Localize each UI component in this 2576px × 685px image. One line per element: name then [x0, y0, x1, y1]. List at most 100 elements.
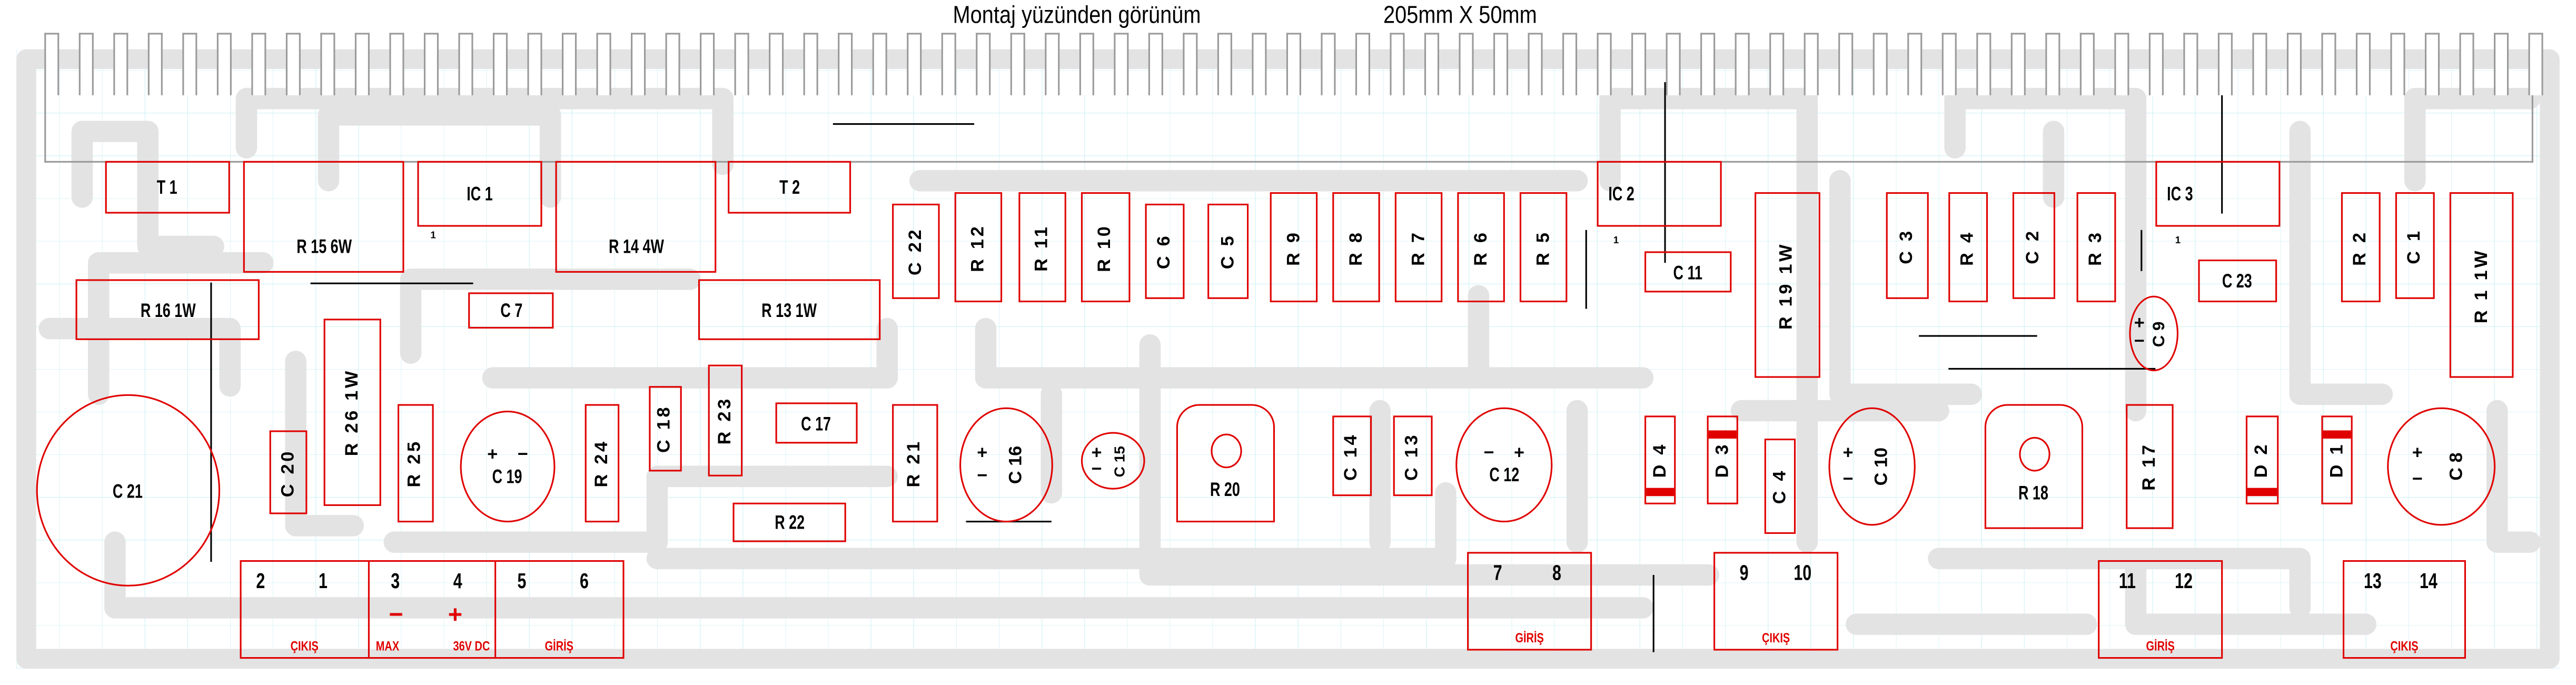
heatsink-fin: [803, 33, 818, 95]
component-label: R 9: [1284, 229, 1304, 265]
capacitor-c4: C 4: [1764, 439, 1796, 534]
power-label-voltage: 36V DC: [453, 639, 491, 654]
pin-number: 3: [390, 568, 400, 593]
cathode-band: [1646, 488, 1675, 497]
component-label: R 16 1W: [140, 298, 195, 321]
capacitor-c23: C 23: [2198, 259, 2277, 303]
trimpot-adjuster-icon: [1210, 433, 1242, 468]
pin-number: 8: [1552, 560, 1561, 585]
resistor-r8: R 8: [1332, 192, 1380, 303]
ic-3: IC 3: [2155, 161, 2281, 227]
pin-number: 1: [318, 568, 328, 593]
heatsink-fin: [423, 33, 439, 95]
component-label: R 2: [2351, 229, 2371, 265]
resistor-r24: R 24: [584, 404, 620, 523]
heatsink-fin: [734, 33, 749, 95]
heatsink-fin: [665, 33, 680, 95]
component-label: R 18: [2018, 480, 2049, 504]
input-terminal: 5 6 GİRİŞ: [497, 562, 622, 657]
heatsink-fin: [1217, 33, 1232, 95]
pin1-marker: 1: [1613, 236, 1619, 246]
plus-sign: +: [1091, 442, 1102, 463]
plus-sign: +: [1842, 443, 1854, 463]
component-label: R 25: [405, 439, 426, 488]
component-label: C 8: [2446, 452, 2466, 481]
heatsink-fin: [1528, 33, 1543, 95]
capacitor-c9: +− C 9: [2129, 295, 2178, 372]
component-label: C 9: [2152, 321, 2170, 346]
component-label: D 2: [2252, 442, 2272, 478]
heatsink-fin: [872, 33, 887, 95]
component-label: R 24: [592, 439, 612, 488]
heatsink-fin: [700, 33, 715, 95]
heatsink-fin: [527, 33, 542, 95]
component-label: R 1 1W: [2471, 247, 2492, 323]
terminal-block-13-14: 13 14 ÇIKIŞ: [2342, 560, 2466, 659]
component-label: R 6: [1471, 229, 1491, 265]
component-label: C 7: [500, 299, 522, 322]
component-label: R 12: [968, 223, 988, 272]
heatsink-fin: [1252, 33, 1267, 95]
heatsink: [44, 93, 2533, 163]
pin-number: 11: [2118, 568, 2136, 593]
component-label: R 15 6W: [296, 235, 352, 258]
resistor-r2: R 2: [2341, 192, 2381, 303]
heatsink-fin: [631, 33, 646, 95]
power-label-max: MAX: [375, 639, 399, 654]
component-label: T 1: [157, 175, 178, 199]
pin-number: 6: [580, 568, 590, 593]
output-terminal: 2 1 ÇIKIŞ: [242, 562, 369, 657]
component-label: R 7: [1409, 229, 1429, 265]
pin-number: 7: [1493, 560, 1502, 585]
heatsink-fin: [1597, 33, 1612, 95]
plus-sign: +: [2412, 443, 2423, 463]
heatsink-fin: [78, 33, 94, 95]
heatsink-fin: [285, 33, 301, 95]
heatsink-fin: [2045, 33, 2060, 95]
component-label: D 3: [1712, 442, 1732, 478]
component-label: C 3: [1897, 227, 1917, 264]
heatsink-fin: [2528, 33, 2543, 95]
board-dimensions: 205mm X 50mm: [1383, 2, 1537, 30]
heatsink-fin: [1424, 33, 1440, 95]
heatsink-fin: [216, 33, 232, 95]
resistor-r19: R 19 1W: [1755, 192, 1820, 378]
heatsink-fin: [1045, 33, 1060, 95]
heatsink-fin: [2252, 33, 2267, 95]
pin-number: 10: [1794, 560, 1812, 585]
capacitor-c2: C 2: [2012, 192, 2055, 299]
power-terminal: 3 4 − + MAX 36V DC: [369, 562, 497, 657]
component-label: R 10: [1095, 223, 1116, 272]
plus-sign: +: [448, 601, 463, 629]
heatsink-fin: [354, 33, 370, 95]
component-label: D 4: [1650, 442, 1670, 478]
component-label: C 22: [906, 227, 926, 275]
jumper-wire: [1585, 230, 1587, 309]
resistor-r3: R 3: [2076, 192, 2116, 303]
minus-sign: −: [1842, 470, 1854, 490]
capacitor-c1: C 1: [2395, 192, 2435, 299]
component-label: R 20: [1210, 477, 1241, 501]
heatsink-fin: [2390, 33, 2405, 95]
capacitor-c6: C 6: [1145, 203, 1185, 299]
input-label: GİRİŞ: [1515, 631, 1544, 646]
pin-number: 2: [256, 568, 265, 593]
heatsink-fin: [838, 33, 853, 95]
heatsink-fin: [1493, 33, 1509, 95]
resistor-r4: R 4: [1948, 192, 1988, 303]
heatsink-fin: [2079, 33, 2095, 95]
trimpot-r18: R 18: [1984, 404, 2084, 529]
output-label: ÇIKIŞ: [1761, 631, 1790, 646]
heatsink-fin: [1872, 33, 1888, 95]
resistor-r9: R 9: [1270, 192, 1318, 303]
cathode-band: [1708, 430, 1737, 439]
component-label: C 2: [2024, 227, 2044, 264]
transistor-t1: T 1: [105, 161, 230, 214]
heatsink-fin: [44, 33, 60, 95]
heatsink-fin: [1114, 33, 1129, 95]
resistor-r22: R 22: [732, 502, 846, 542]
heatsink-fin: [1700, 33, 1716, 95]
jumper-wire: [833, 123, 975, 125]
heatsink-fin: [2217, 33, 2233, 95]
